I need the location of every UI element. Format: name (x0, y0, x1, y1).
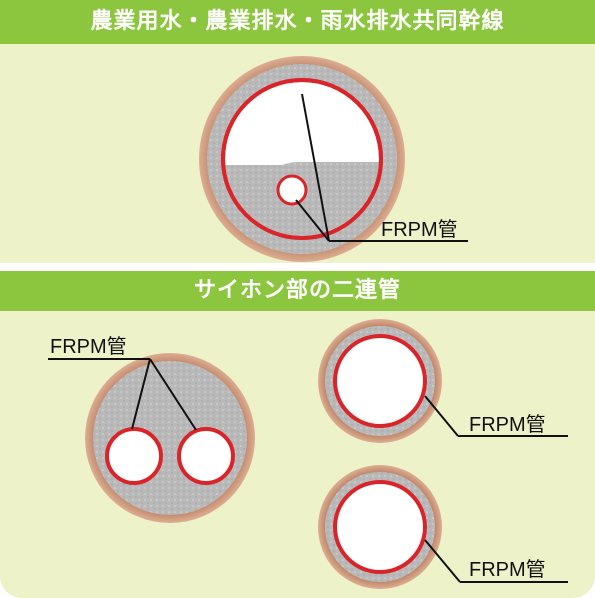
twin-culvert (85, 353, 255, 523)
leader-line-main (295, 93, 468, 242)
pipe-label-upper: FRPM管 (469, 414, 546, 436)
main-culvert (199, 56, 405, 262)
single-culvert-upper (318, 319, 442, 443)
leader-line-upper (424, 395, 568, 437)
single-culvert-lower (318, 465, 442, 589)
leader-line-twin (48, 358, 197, 431)
section-divider (0, 263, 595, 271)
section-title-2: サイホン部の二連管 (0, 271, 595, 311)
leader-line-lower (424, 539, 568, 583)
pipe-label-lower: FRPM管 (469, 559, 546, 581)
pipe-label-main: FRPM管 (381, 219, 458, 241)
section-title-1: 農業用水・農業排水・雨水排水共同幹線 (0, 0, 595, 44)
pipe-label-twin: FRPM管 (50, 336, 127, 358)
